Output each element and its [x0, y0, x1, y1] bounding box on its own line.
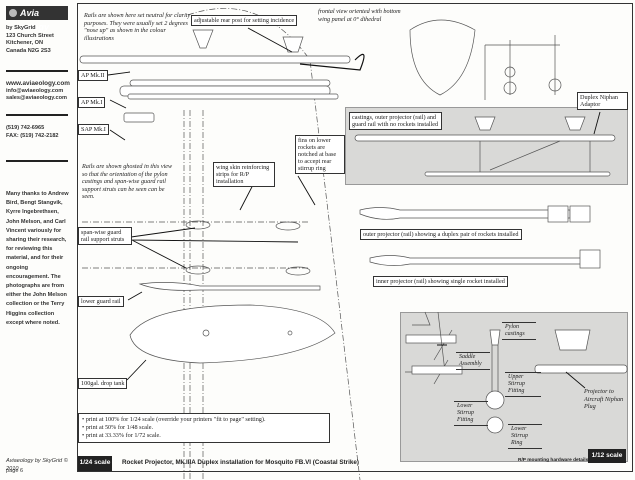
detail-scale-badge: 1/12 scale — [588, 449, 626, 463]
panel-guard-rail — [424, 171, 611, 177]
page-title: Rocket Projector, Mk.IIIA Duplex install… — [122, 459, 359, 466]
guard-rail — [127, 93, 339, 100]
website-link[interactable]: www.aviaeology.com — [6, 80, 70, 87]
rocket-upper — [129, 79, 331, 87]
drop-tank-label: 100gal. drop tank — [78, 378, 128, 389]
niphan-plug-label: Projector to Aircraft Niphan Plug — [584, 388, 624, 411]
inner-projector-label: inner projector (rail) showing single ro… — [373, 276, 508, 287]
info-email-link[interactable]: info@aviaeology.com — [6, 87, 64, 94]
castings-label: castings, outer projector (rail) and gua… — [349, 112, 442, 130]
divider — [6, 70, 68, 72]
page-number: page 6 — [6, 468, 24, 474]
panel-rail — [354, 134, 616, 142]
ap-mk1-label: AP Mk.I — [78, 97, 106, 108]
rails-neutral-note: Rails are shown here set neutral for cla… — [84, 12, 191, 42]
aviaeology-logo: Avia eology — [6, 6, 68, 32]
address-line: 123 Church Street — [6, 32, 54, 39]
stirrup-ring — [504, 66, 516, 78]
web-contacts: www.aviaeology.com info@aviaeology.com s… — [6, 80, 72, 103]
rear-post-label: adjustable rear post for setting inciden… — [191, 15, 298, 26]
print-line: • print at 100% for 1/24 scale (override… — [82, 416, 266, 423]
lower-guard-rail-drawing — [138, 282, 321, 291]
copyright: Aviaeology by SkyGrid © 2010 — [6, 458, 68, 472]
fins-label: fins on lower rockets are notched at bas… — [295, 135, 345, 174]
ap-mk2-label: AP Mk.II — [78, 70, 108, 81]
address-line: by SkyGrid — [6, 25, 36, 31]
print-instructions: • print at 100% for 1/24 scale (override… — [78, 413, 330, 443]
fax-number: FAX: (519) 742-2182 — [6, 132, 59, 139]
print-line: • print at 33.33% for 1/72 scale. — [82, 432, 161, 439]
acknowledgements: Many thanks to Andrew Bird, Bengt Stangv… — [6, 191, 69, 326]
drawing-frame — [77, 3, 633, 472]
sidebar: Avia eology by SkyGrid 123 Church Street… — [0, 0, 76, 480]
niphan-cables — [299, 53, 365, 71]
outer-projector — [359, 207, 571, 220]
sap-rocket-head — [123, 112, 155, 123]
upper-stirrup-label: Upper Stirrup Fitting — [505, 372, 541, 397]
print-line: • print at 50% for 1/48 scale. — [82, 424, 154, 431]
address: by SkyGrid 123 Church Street Kitchener, … — [6, 25, 72, 55]
lower-stirrup-ring-label: Lower Stirrup Ring — [508, 424, 542, 449]
wing-skin-label: wing skin reinforcing strips for R/P ins… — [213, 162, 275, 187]
saddle-assembly-label: Saddle Assembly — [456, 352, 490, 370]
main-scale-badge: 1/24 scale — [78, 456, 112, 471]
sales-email-link[interactable]: sales@aviaeology.com — [6, 95, 68, 102]
lower-guard-rail-label: lower guard rail — [78, 296, 124, 307]
sap-mk1-label: SAP Mk.I — [78, 124, 109, 135]
pylon-detail — [489, 329, 501, 395]
phone: (519) 742-6965 FAX: (519) 742-2182 — [6, 125, 72, 140]
outer-projector-label: outer projector (rail) showing a duplex … — [360, 229, 522, 240]
mounting-detail-panel — [400, 312, 628, 462]
divider — [6, 114, 68, 116]
frontal-wing-section — [409, 19, 476, 96]
wing-outline — [187, 8, 361, 480]
spanwise-struts-label: span-wise guard rail support struts — [78, 227, 132, 245]
detail-caption: R/P mounting hardware details — [518, 458, 589, 463]
pylon-castings — [192, 29, 304, 53]
rail-upper — [79, 55, 351, 64]
lower-stirrup-fitting-label: Lower Stirrup Fitting — [454, 401, 488, 426]
drop-tank-outline — [129, 304, 336, 364]
inner-projector — [369, 255, 591, 266]
duplex-niphan-label: Duplex Niphan Adaptor — [577, 92, 628, 110]
divider — [6, 160, 68, 162]
rails-ghosted-note: Rails are shown ghosted in this view so … — [82, 163, 173, 201]
frontal-view-note: frontal view oriented with bottom wing p… — [318, 8, 401, 23]
address-line: Canada N2G 2S3 — [6, 47, 51, 54]
ghosted-rails — [82, 221, 310, 269]
frontal-pylons — [484, 35, 560, 100]
address-line: Kitchener, ON — [6, 40, 43, 47]
pylon-castings-label: Pylon castings — [502, 322, 536, 340]
leader-arrows — [107, 27, 601, 389]
phone-number: (519) 742-6965 — [6, 125, 45, 131]
